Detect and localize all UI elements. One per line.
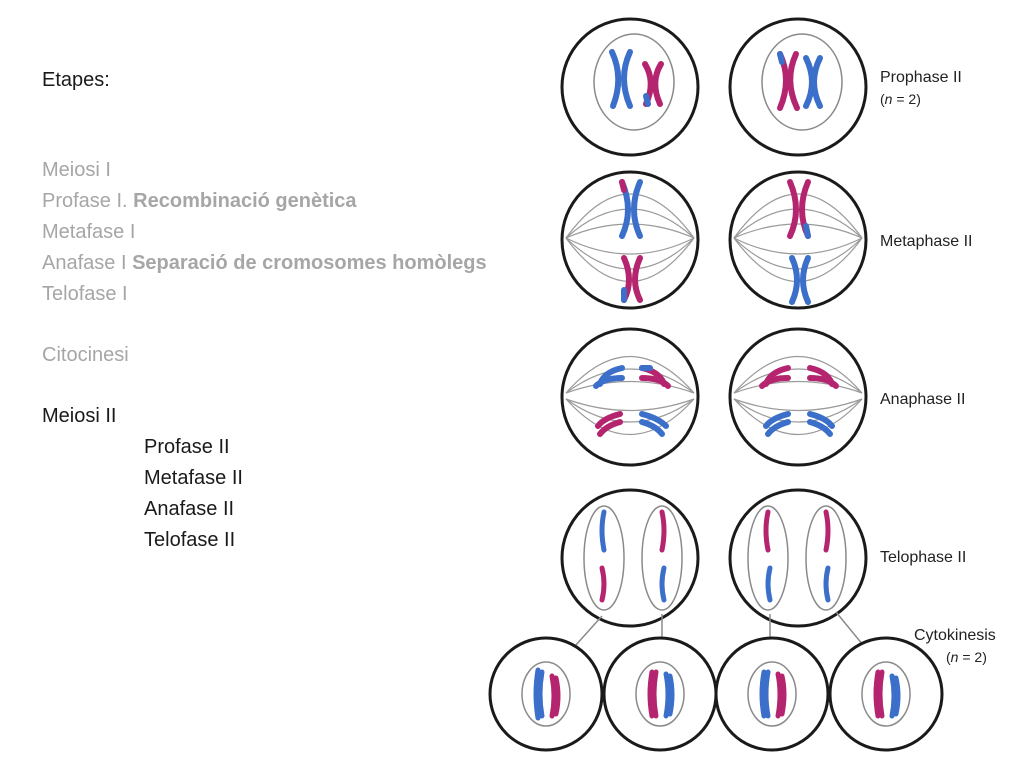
profase-2-line: Profase II [144,436,230,458]
telofase-1-line: Telofase I [42,283,128,305]
cytokinesis-cell-4 [828,636,944,752]
label-cytokinesis-n: (n = 2) [946,649,987,665]
telofase-2-line: Telofase II [144,529,236,551]
anafase-1-line: Anafase I Separació de cromosomes homòle… [42,251,487,275]
anaphase-cell-right [728,327,868,467]
anafase-2-line: Anafase II [144,498,235,520]
metaphase-cell-right [728,170,868,310]
label-prophase: Prophase II [880,69,962,86]
citocinesi-line: Citocinesi [42,344,129,366]
label-cytokinesis: Cytokinesis [914,627,996,644]
meiosi-1-title: Meiosi I [42,159,111,181]
anaphase-cell-left [560,327,700,467]
label-metaphase: Metaphase II [880,233,973,250]
telophase-cell-right [728,488,868,628]
anafase-1-label: Anafase I [42,252,133,274]
cytokinesis-cell-1 [488,636,604,752]
metafase-1-line: Metafase I [42,221,136,243]
slide-text-column: Etapes: Meiosi I Profase I. Recombinació… [42,0,490,768]
profase-1-description: Recombinació genètica [133,190,357,212]
prophase-cell-right [728,17,868,157]
telophase-cell-left [560,488,700,628]
profase-1-label: Profase I. [42,190,134,212]
profase-1-line: Profase I. Recombinació genètica [42,189,357,213]
meiosi-2-title: Meiosi II [42,405,117,427]
metafase-2-line: Metafase II [144,467,243,489]
cytokinesis-cell-2 [602,636,718,752]
label-telophase: Telophase II [880,549,966,566]
prophase-cell-left [560,17,700,157]
anafase-1-description: Separació de cromosomes homòlegs [132,252,487,274]
cytokinesis-cell-3 [714,636,830,752]
label-prophase-n: (n = 2) [880,91,921,107]
label-anaphase: Anaphase II [880,391,965,408]
metaphase-cell-left [560,170,700,310]
heading-etapes: Etapes: [42,69,110,91]
